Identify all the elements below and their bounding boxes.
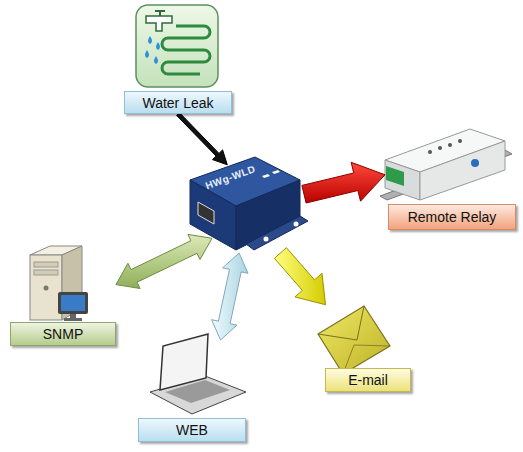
power-button [44, 286, 49, 291]
relay-node: Remote Relay [378, 128, 518, 232]
label-box: WEB [138, 418, 246, 442]
node-label: SNMP [43, 326, 83, 342]
water-drop [156, 42, 160, 50]
node-label: WEB [176, 422, 208, 438]
monitor-screen [61, 295, 85, 311]
ethernet-port [198, 202, 214, 224]
block-arrow [177, 113, 228, 165]
water-drop [154, 56, 158, 64]
water-drop [148, 36, 152, 44]
device-flange [246, 216, 308, 250]
drive-bay [34, 262, 58, 267]
label-box: Remote Relay [388, 204, 516, 230]
envelope [318, 306, 390, 374]
monitor-stand [70, 314, 76, 318]
relay-side [420, 141, 505, 200]
node-label: Water Leak [142, 95, 213, 111]
terminal-block [386, 166, 404, 186]
terminal [458, 139, 462, 143]
envelope-flap [318, 306, 364, 340]
node-label: E-mail [348, 372, 388, 388]
device-side [236, 180, 300, 250]
relay-logo [471, 159, 479, 167]
sensor-icon [136, 5, 218, 87]
faucet [146, 16, 172, 31]
drive-bay [34, 270, 58, 275]
block-arrow [274, 248, 325, 305]
sensor-node: Water Leak [124, 3, 232, 114]
status-led [262, 174, 270, 178]
device-node: HWg-WLD [186, 155, 304, 253]
monitor [58, 292, 88, 314]
terminal [448, 143, 452, 147]
mount-hole [294, 222, 299, 227]
device-print: HWg-WLD [204, 163, 257, 191]
node-label: Remote Relay [408, 209, 497, 225]
relay-front [385, 160, 420, 200]
terminal [428, 150, 432, 154]
terminal [438, 146, 442, 150]
sensing-cable [162, 26, 210, 74]
status-led [272, 170, 280, 174]
block-arrow [212, 253, 248, 340]
mail-node: E-mail [318, 300, 412, 394]
water-drop [145, 50, 149, 58]
node-label: HWg-WLD [204, 163, 257, 191]
monitor-base [64, 318, 82, 321]
label-box: E-mail [325, 368, 411, 392]
web-node: WEB [138, 340, 248, 444]
server-node: SNMP [10, 243, 116, 347]
laptop-screen [160, 334, 208, 390]
block-arrow [302, 162, 385, 203]
mount-hole [264, 237, 269, 242]
server-front [30, 255, 62, 320]
block-arrow [116, 234, 212, 288]
faucet-handle [155, 11, 165, 16]
label-box: Water Leak [124, 91, 232, 114]
label-box: SNMP [10, 322, 116, 346]
